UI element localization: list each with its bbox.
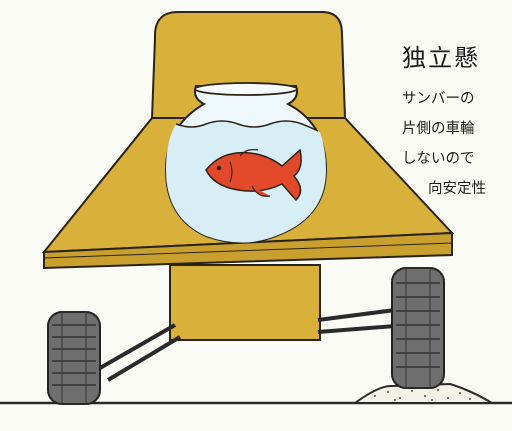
right-tire: [391, 267, 445, 389]
road-bump: [351, 382, 496, 404]
left-tire: [47, 311, 101, 405]
chassis-block: [169, 264, 321, 341]
description-line: しないので: [402, 151, 475, 167]
description-line: 向安定性: [428, 181, 486, 197]
page-title: 独立懸: [402, 44, 480, 72]
description-line: サンバーの: [402, 91, 475, 107]
goldfish: [205, 148, 302, 202]
suspension-arms: [99, 308, 396, 382]
description-line: 片側の車輪: [402, 121, 475, 137]
description-text: サンバーの 片側の車輪 しないので 向安定性: [402, 84, 486, 204]
